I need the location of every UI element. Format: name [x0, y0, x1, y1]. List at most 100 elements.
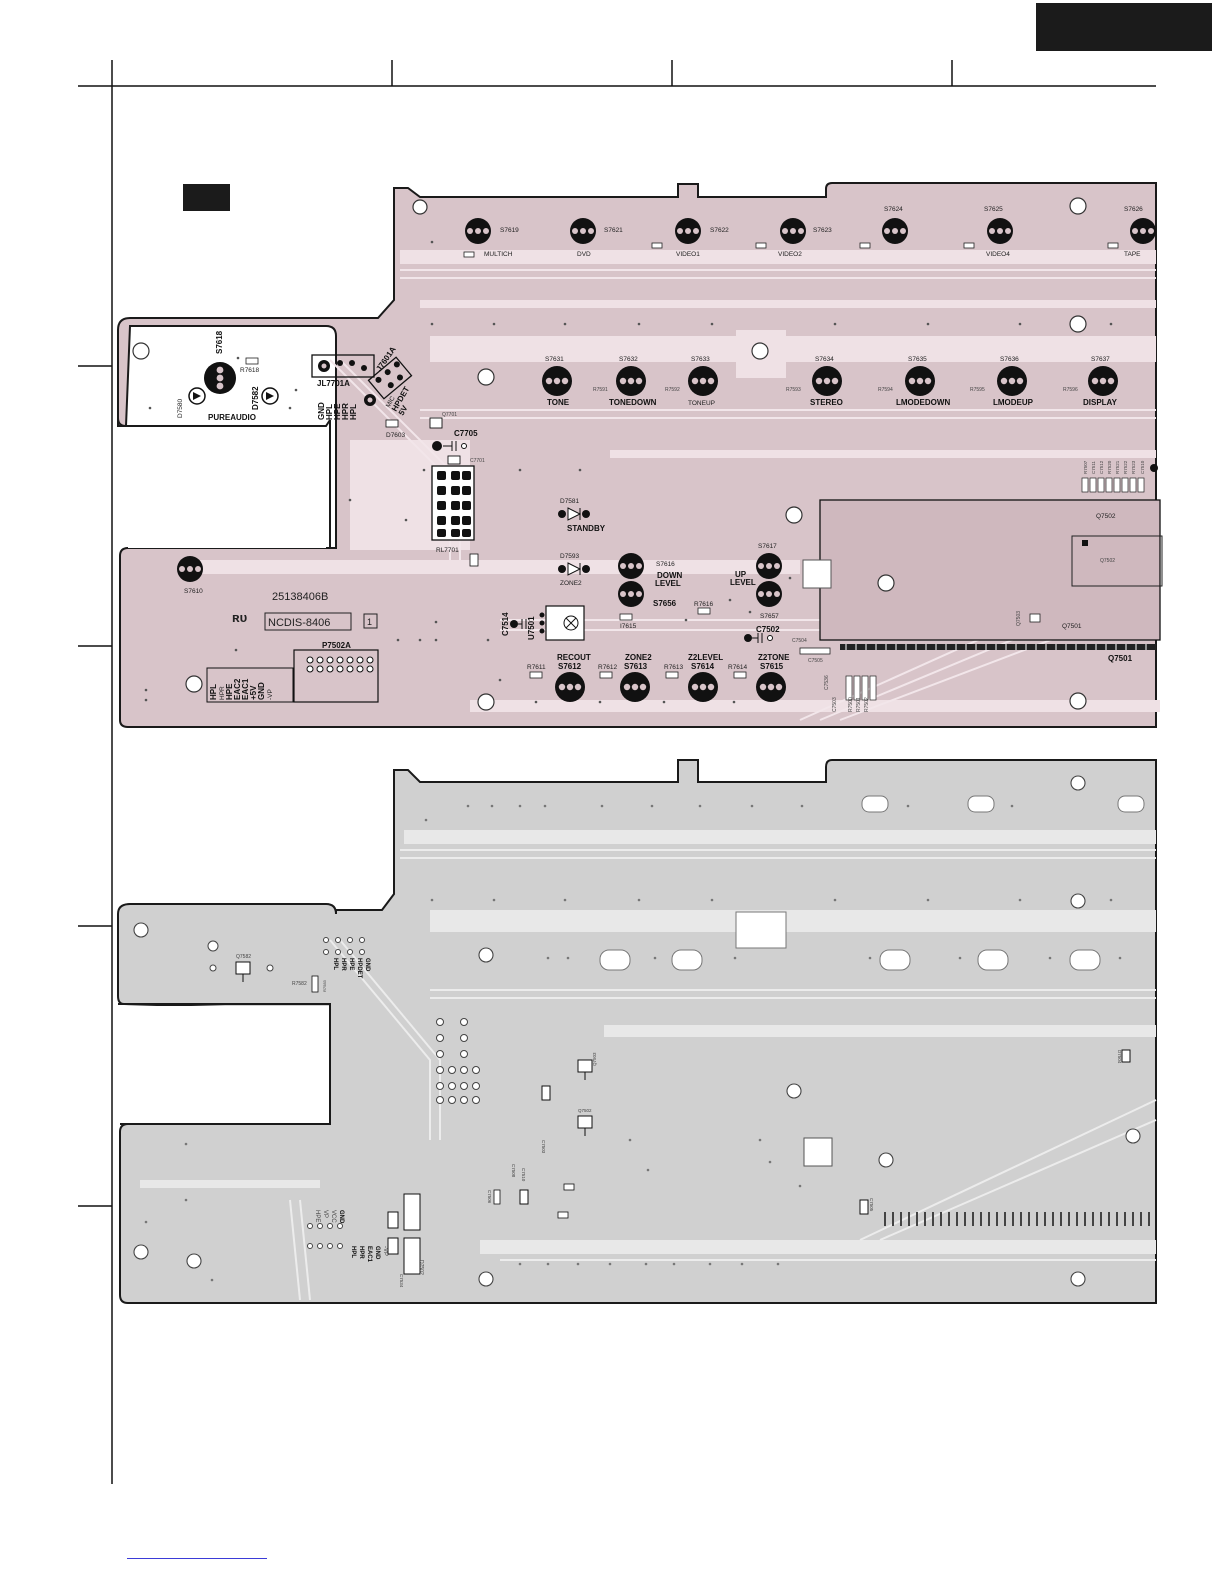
label-r7523: R7523 — [1131, 460, 1136, 474]
label-s7656: S7656 — [653, 599, 677, 608]
label-c7536: C7536 — [824, 675, 830, 690]
label-d7582: D7582 — [251, 386, 260, 410]
label-r7501: R7501 — [856, 697, 862, 712]
label-d7603: D7603 — [386, 432, 406, 439]
label-c7510: C7510 — [1140, 460, 1145, 474]
pin-label-eac1: EAC1 — [241, 678, 250, 700]
bconn-pin-hpe: HPE — [314, 1210, 320, 1222]
bottom-components: Q7582 R7582 R7583 HPL HPR HPE HPDET GND … — [207, 940, 1131, 1288]
label-c7503-b: C7503 — [541, 1140, 546, 1154]
jack-pin-hpr: HPR — [341, 403, 350, 420]
label-d7593: D7593 — [560, 553, 580, 560]
label-d7504: D7504 — [1117, 1050, 1122, 1064]
switch-name-dvd: DVD — [577, 251, 591, 258]
jack-pin-hpe: HPE — [333, 403, 342, 420]
label-q7701: Q7701 — [442, 412, 457, 418]
switch-name-video2: VIDEO2 — [778, 251, 802, 258]
resistor-r7611: R7611 — [527, 664, 546, 671]
switch-name-multich: MULTICH — [484, 251, 513, 258]
small-caps-cluster: C7536 C7503 R7500 R7501 R7502 — [824, 675, 877, 712]
jack-pin-gnd: GND — [317, 402, 326, 420]
label-zone2-led: ZONE2 — [560, 580, 582, 587]
label-c7504: C7504 — [792, 638, 807, 644]
switch-name-display: DISPLAY — [1083, 398, 1118, 407]
connector-p7502a: P7502A HPL HPR HPE EAC2 EAC1 +5V GND -VP — [206, 641, 379, 703]
label-p7502a: P7502A — [322, 641, 351, 650]
top-board: S7619 MULTICH S7621 DVD S7622 VIDEO1 S76… — [117, 182, 1163, 728]
switch-name-z2tone: Z2TONE — [758, 653, 790, 662]
resistor-r7613: R7613 — [664, 664, 684, 671]
top-switch-row: S7619 MULTICH S7621 DVD S7622 VIDEO1 S76… — [463, 206, 1156, 258]
bjack-pin-hpl: HPL — [332, 958, 338, 970]
side-marker-box — [363, 613, 378, 629]
resistor-r7614: R7614 — [728, 664, 748, 671]
resistor-r7595: R7595 — [970, 387, 985, 393]
resistor-r7593: R7593 — [786, 387, 801, 393]
switch-ref-s7636: S7636 — [1000, 356, 1019, 363]
switch-ref-s7635: S7635 — [908, 356, 927, 363]
board-tag — [183, 184, 230, 211]
resistor-r7592: R7592 — [665, 387, 680, 393]
label-up: UP — [735, 570, 747, 579]
board-id-box — [264, 612, 352, 631]
switch-ref-s7633: S7633 — [691, 356, 710, 363]
label-r7520: R7520 — [1107, 460, 1112, 474]
switch-ref-s7613: S7613 — [624, 662, 648, 671]
bconn-pin-hpr: HPR — [358, 1246, 364, 1259]
label-q7582: Q7582 — [236, 954, 251, 960]
switch-ref-s7612: S7612 — [558, 662, 582, 671]
switch-ref-s7621: S7621 — [604, 227, 623, 234]
label-c7502: C7502 — [756, 625, 780, 634]
level-switches: S7616 DOWN LEVEL S7656 S7617 UP LEVEL S7… — [618, 543, 782, 620]
label-c7505-b: C7505 — [869, 1198, 874, 1212]
bjack-pin-hpdet: HPDET — [356, 958, 362, 979]
pin-label-5v: +5V — [249, 685, 258, 700]
switch-name-tape: TAPE — [1124, 251, 1141, 258]
label-c7510-b: C7510 — [521, 1168, 526, 1182]
bconn-pin-gnd: GND — [374, 1246, 380, 1260]
label-c7508: C7508 — [511, 1164, 516, 1178]
right-small-cluster: R7507 C7511 C7512 R7520 R7521 R7522 R752… — [1016, 460, 1158, 663]
bjack-pin-gnd: GND — [364, 958, 370, 972]
board-id: NCDIS-8406 — [268, 617, 330, 629]
label-jl7701a: JL7701A — [317, 379, 350, 388]
label-q7501-small: Q7501 — [1062, 623, 1082, 630]
pin-label-vp: -VP — [267, 689, 274, 700]
switch-ref-s7624: S7624 — [884, 206, 903, 213]
pin-label-eac2: EAC2 — [233, 678, 242, 700]
label-q7502-ic: Q7502 — [1100, 558, 1115, 564]
switch-name-toneup: TONEUP — [688, 400, 715, 407]
resistor-r7612: R7612 — [598, 664, 618, 671]
switch-name-lmodedown: LMODEDOWN — [896, 398, 950, 407]
mid-switch-row: S7631 TONE S7632 TONEDOWN S7633 TONEUP S… — [542, 356, 1118, 407]
label-u7501: U7501 — [527, 616, 536, 640]
label-r7500: R7500 — [848, 697, 854, 712]
switch-ref-s7614: S7614 — [691, 662, 715, 671]
footer-link-underline[interactable] — [127, 1558, 267, 1559]
bjack-pin-hpe: HPE — [348, 958, 354, 970]
label-r7522: R7522 — [1123, 460, 1128, 474]
mounting-holes — [132, 197, 1087, 711]
label-down-level: LEVEL — [655, 579, 681, 588]
switch-name-lmodeup: LMODEUP — [993, 398, 1034, 407]
label-pureaudio: PUREAUDIO — [208, 413, 256, 422]
switch-name-tonedown: TONEDOWN — [609, 398, 657, 407]
label-q7501: Q7501 — [1108, 654, 1133, 663]
resistor-r7591: R7591 — [593, 387, 608, 393]
label-r7583: R7583 — [322, 979, 327, 992]
label-c7511: C7511 — [1091, 461, 1096, 474]
label-s7618: S7618 — [215, 330, 224, 354]
label-r7582: R7582 — [292, 981, 307, 987]
switch-name-video4: VIDEO4 — [986, 251, 1010, 258]
label-s7616: S7616 — [656, 561, 675, 568]
switch-ref-s7619: S7619 — [500, 227, 519, 234]
switch-ref-s7632: S7632 — [619, 356, 638, 363]
switch-name-recout: RECOUT — [557, 653, 591, 662]
pureaudio-section: S7618 R7618 D7580 D7582 PUREAUDIO — [177, 330, 279, 422]
label-c7705: C7705 — [454, 429, 478, 438]
label-i7615: I7615 — [620, 623, 637, 630]
label-q7602: Q7502 — [1096, 513, 1116, 520]
label-c7701: C7701 — [470, 458, 485, 464]
bottom-board: Q7582 R7582 R7583 HPL HPR HPE HPDET GND … — [117, 759, 1157, 1304]
